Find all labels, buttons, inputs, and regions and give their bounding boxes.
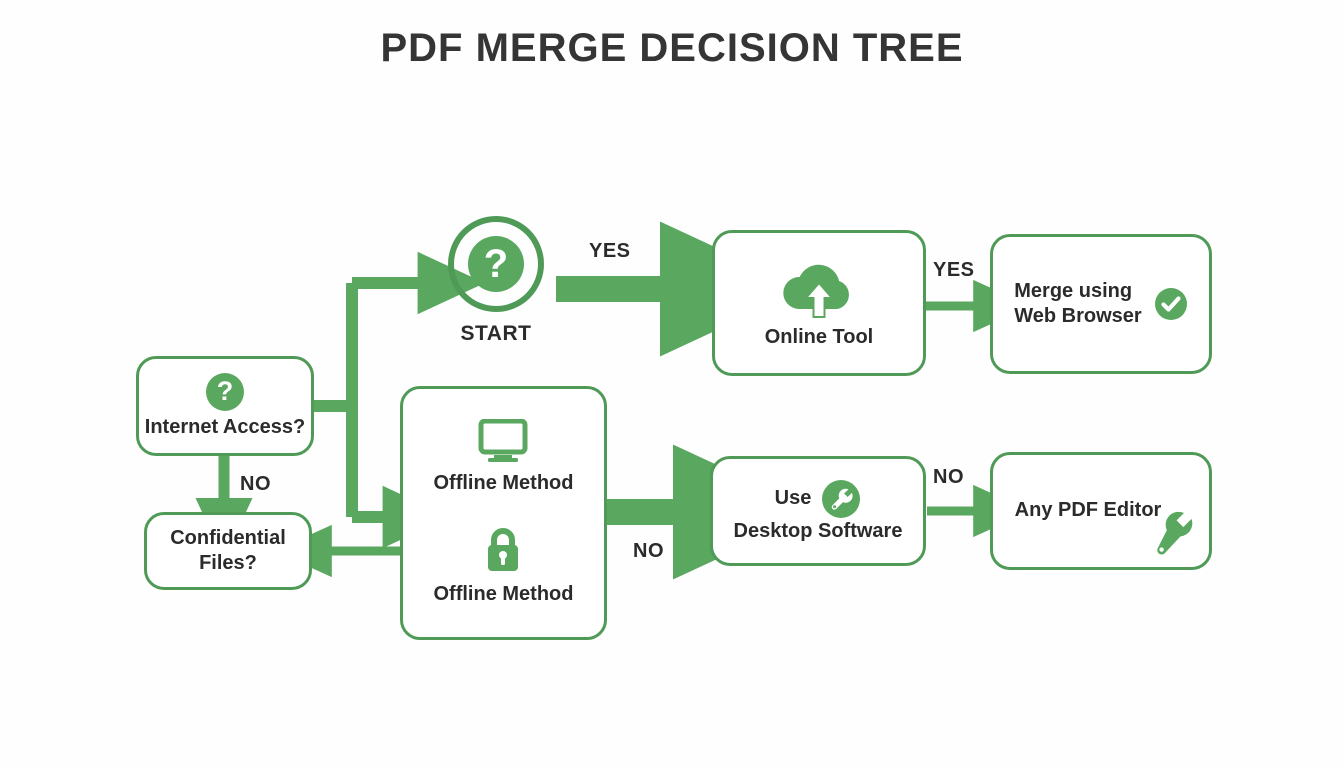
question-circle-icon: ?	[448, 216, 544, 312]
node-confidential-files-line2: Files?	[199, 552, 257, 574]
node-offline-method-label-bottom: Offline Method	[433, 583, 574, 605]
node-internet-access[interactable]: ? Internet Access?	[136, 356, 314, 456]
edge-label-offline-to-desktop: NO	[633, 540, 664, 562]
edge-label-online-to-merge: YES	[933, 259, 975, 281]
edge-label-internet-to-confidential: NO	[240, 473, 271, 495]
node-use-desktop-software-line1: Use	[774, 487, 812, 509]
node-online-tool[interactable]: Online Tool	[712, 230, 926, 376]
desktop-monitor-icon	[478, 419, 528, 463]
node-use-desktop-software[interactable]: Use Desktop Software	[710, 456, 926, 566]
question-circle-icon: ?	[206, 372, 244, 411]
node-merge-web-browser[interactable]: Merge using Web Browser	[990, 234, 1212, 374]
node-start[interactable]: ? START	[448, 216, 544, 346]
node-offline-method[interactable]: Offline Method Offline Method	[400, 386, 607, 640]
check-circle-icon	[1154, 287, 1188, 321]
padlock-icon	[481, 526, 525, 574]
node-merge-web-browser-line1: Merge using	[1014, 280, 1133, 302]
cloud-upload-icon	[777, 257, 861, 319]
page-title: PDF MERGE DECISION TREE	[380, 26, 964, 70]
node-online-tool-label: Online Tool	[764, 325, 874, 348]
edge-label-desktop-to-editor: NO	[933, 466, 964, 488]
node-use-desktop-software-line2: Desktop Software	[733, 519, 903, 542]
node-start-label: START	[460, 322, 532, 345]
node-internet-access-label: Internet Access?	[144, 415, 306, 438]
node-confidential-files-line1: Confidential	[170, 527, 286, 549]
node-offline-method-label-top: Offline Method	[433, 472, 574, 494]
wrench-circle-icon	[821, 479, 861, 519]
node-confidential-files[interactable]: Confidential Files?	[144, 512, 312, 590]
wrench-icon	[1153, 509, 1195, 555]
edge-label-start-to-online: YES	[589, 240, 631, 262]
node-any-pdf-editor-label: Any PDF Editor	[1014, 498, 1162, 521]
node-merge-web-browser-line2: Web Browser	[1014, 305, 1142, 327]
node-any-pdf-editor[interactable]: Any PDF Editor	[990, 452, 1212, 570]
